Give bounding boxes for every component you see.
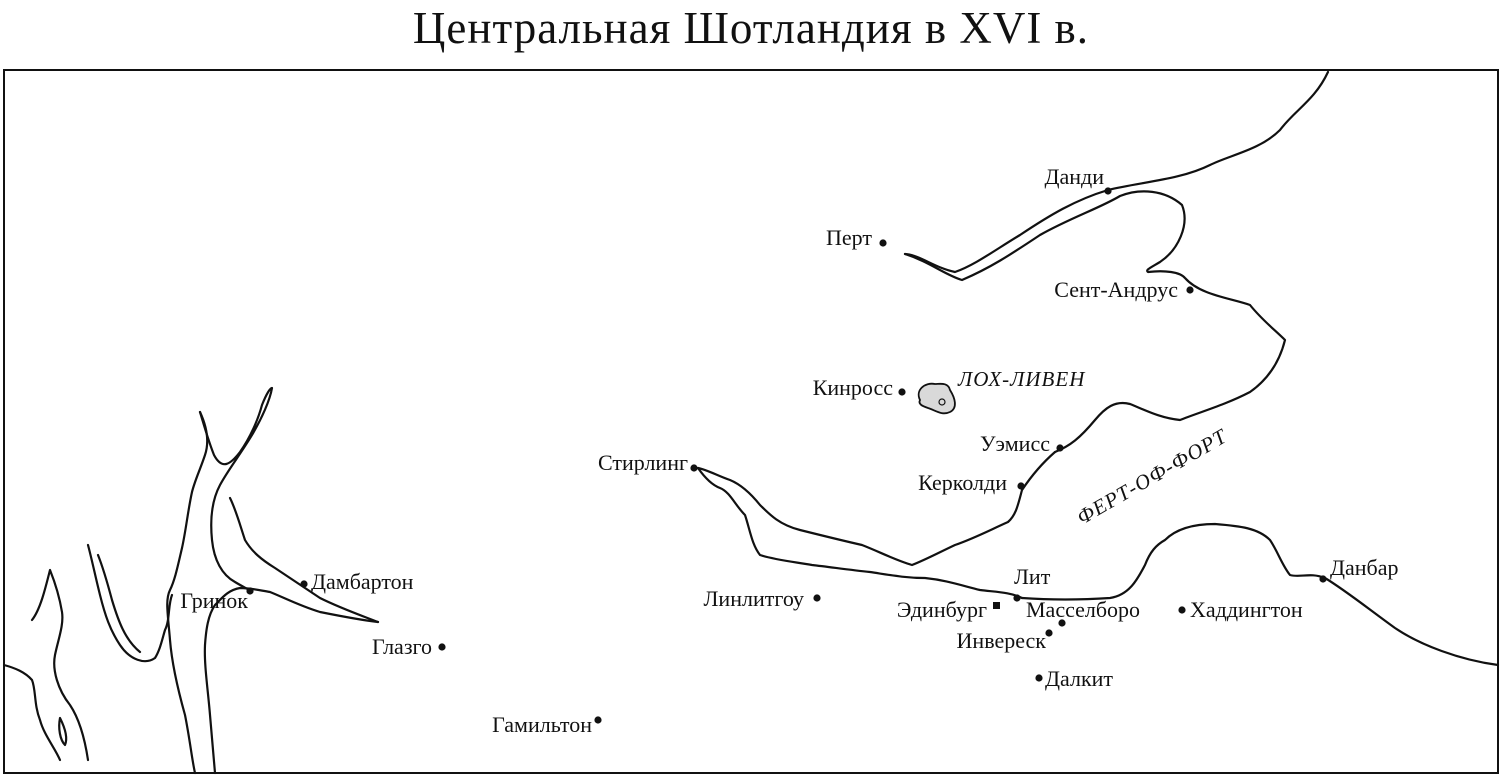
town-marker-st-andrews xyxy=(1186,286,1194,294)
town-label-haddington: Хаддингтон xyxy=(1190,597,1303,622)
town-label-inveresk: Инвереск xyxy=(957,628,1047,653)
town-label-greenock: Гринок xyxy=(180,588,248,613)
clyde-coast-west xyxy=(2,663,62,762)
town-label-dalkeith: Далкит xyxy=(1045,666,1113,691)
town-label-kinross: Кинросс xyxy=(813,375,894,400)
kintyre-loch xyxy=(30,568,90,762)
town-label-musselburgh: Масселборо xyxy=(1026,597,1140,622)
loch-leven-island xyxy=(938,398,946,406)
town-marker-dumbarton xyxy=(300,580,308,588)
town-marker-inveresk xyxy=(1045,629,1053,637)
loch-leven-label: ЛОХ-ЛИВЕН xyxy=(957,367,1086,391)
town-marker-glasgow xyxy=(438,643,446,651)
loch-fyne xyxy=(86,543,174,663)
town-label-wemyss: Уэмисс xyxy=(980,431,1050,456)
town-label-hamilton: Гамильтон xyxy=(492,712,592,737)
map-title: Центральная Шотландия в XVI в. xyxy=(412,3,1090,53)
town-marker-musselburgh xyxy=(1058,619,1066,627)
town-label-dundee: Данди xyxy=(1044,164,1104,189)
edinburgh-capital-marker xyxy=(993,602,1000,609)
town-marker-stirling xyxy=(690,464,698,472)
town-marker-kinross xyxy=(898,388,906,396)
gare-loch-west xyxy=(166,410,209,775)
gare-loch-east xyxy=(228,496,380,624)
tay-north-shore xyxy=(903,70,1330,274)
town-marker-dundee xyxy=(1104,187,1112,195)
town-label-glasgow: Глазго xyxy=(372,634,432,659)
town-label-leith: Лит xyxy=(1014,564,1051,589)
firth-of-forth-label: ФЕРТ-ОФ-ФОРТ xyxy=(1073,424,1232,530)
forth-south-shore xyxy=(696,466,1024,600)
town-label-dumbarton: Дамбартон xyxy=(311,569,414,594)
town-marker-wemyss xyxy=(1056,444,1064,452)
town-label-st-andrews: Сент-Андрус xyxy=(1054,277,1178,302)
town-label-stirling: Стирлинг xyxy=(598,450,688,475)
town-label-edinburgh: Эдинбург xyxy=(897,597,987,622)
lothian-coast xyxy=(1020,522,1500,667)
town-marker-kirkcaldy xyxy=(1017,482,1025,490)
town-label-dunbar: Данбар xyxy=(1330,555,1399,580)
town-marker-hamilton xyxy=(594,716,602,724)
loch-leven-lake xyxy=(917,382,956,415)
map-frame xyxy=(3,69,1499,774)
town-markers xyxy=(246,187,1327,724)
town-marker-leith xyxy=(1013,594,1021,602)
loch-long-west xyxy=(96,553,142,654)
town-marker-haddington xyxy=(1178,606,1186,614)
town-marker-perth xyxy=(879,239,887,247)
forth-north-shore xyxy=(696,450,1057,567)
town-marker-dunbar xyxy=(1319,575,1327,583)
town-marker-greenock xyxy=(246,587,254,595)
clyde-south-bank xyxy=(203,586,380,775)
town-marker-dalkeith xyxy=(1035,674,1043,682)
clyde-islet xyxy=(58,716,68,747)
town-label-kirkcaldy: Керколди xyxy=(918,470,1007,495)
town-marker-linlithgow xyxy=(813,594,821,602)
tay-south-shore xyxy=(903,190,1287,454)
town-label-perth: Перт xyxy=(826,225,872,250)
loch-long-east xyxy=(198,386,274,594)
town-label-linlithgow: Линлитгоу xyxy=(704,586,804,611)
